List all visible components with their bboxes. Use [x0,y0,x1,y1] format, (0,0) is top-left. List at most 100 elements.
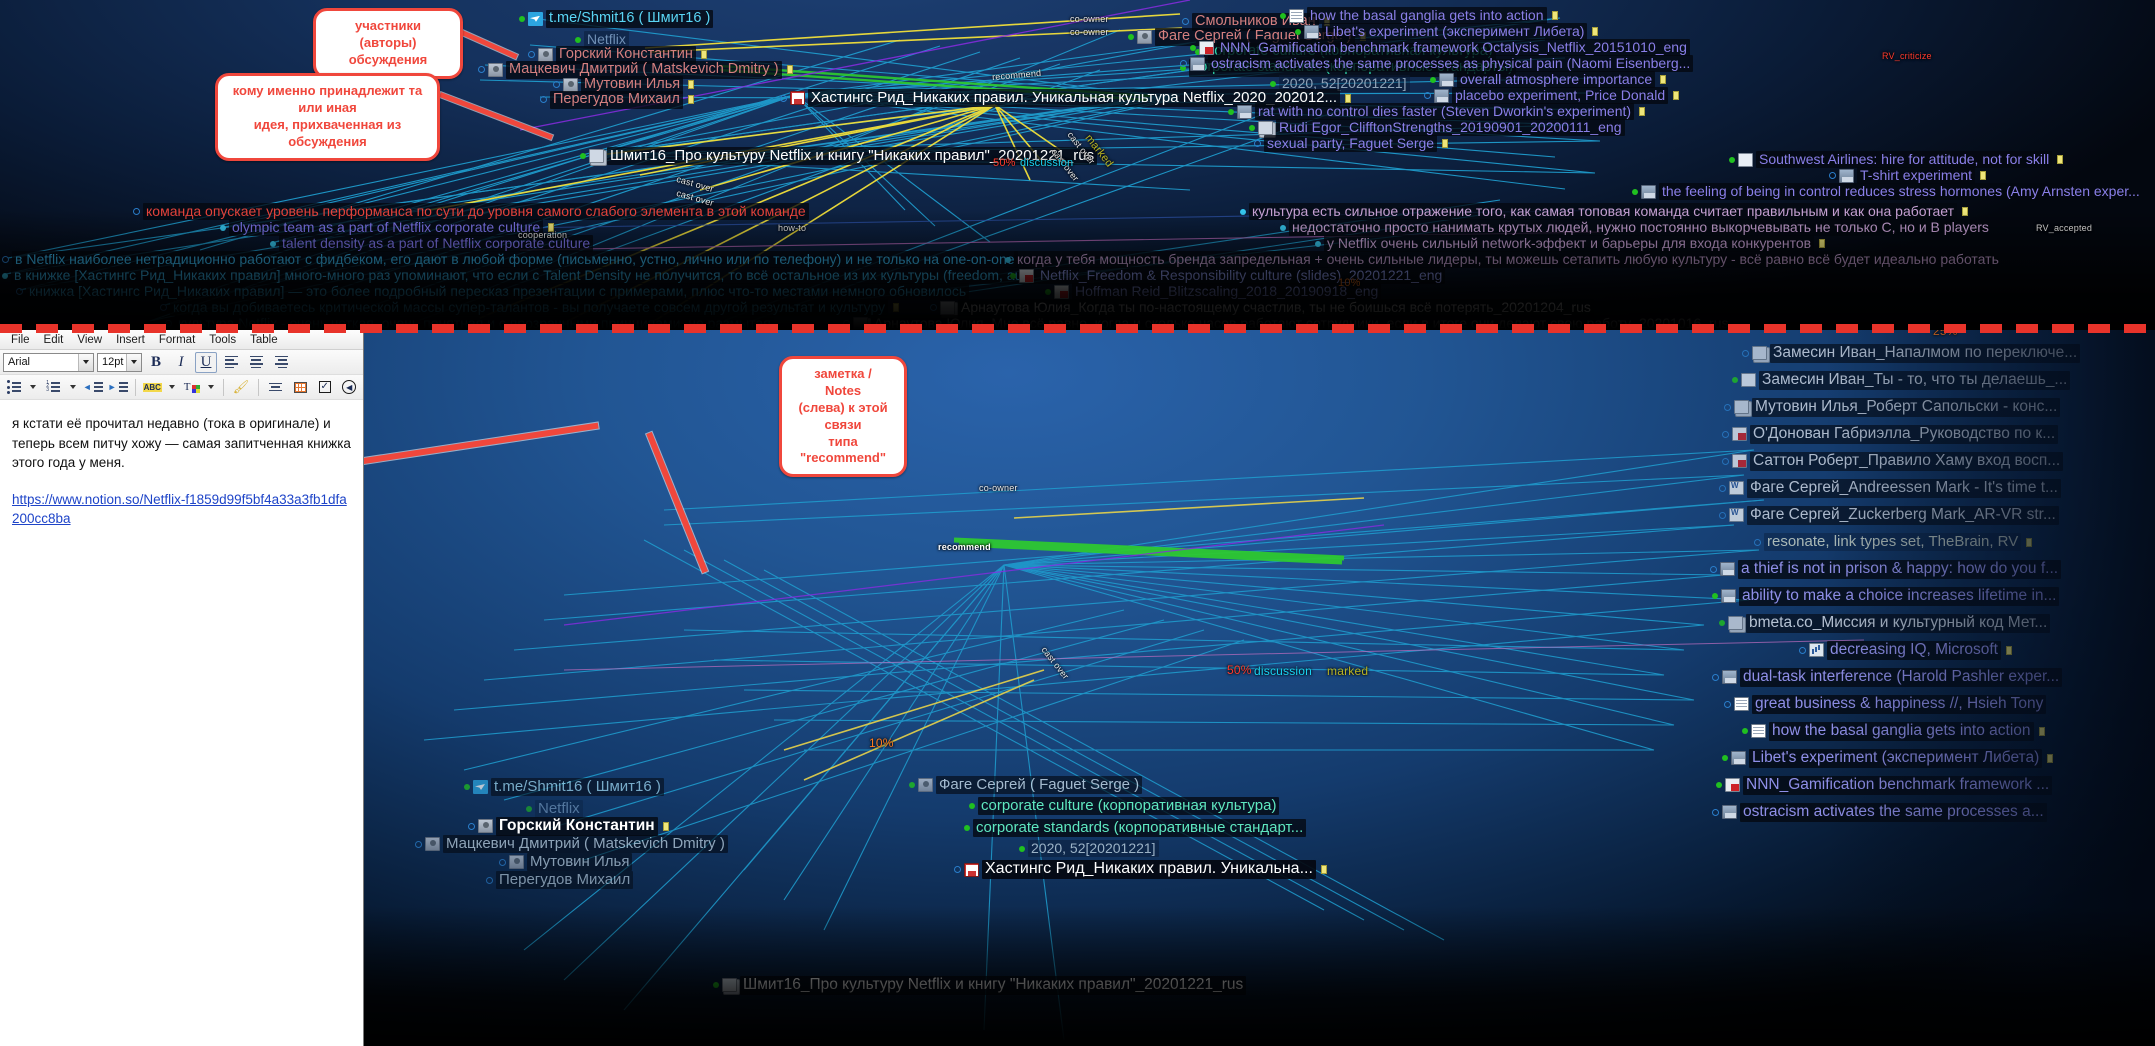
align-center-button[interactable] [245,352,267,373]
list-item[interactable]: О'Донован Габриэлла_Руководство по к... [1722,425,2059,444]
menu-file[interactable]: File [11,333,30,346]
graph-node[interactable]: Мацкевич Дмитрий ( Matskevich Dmitry ) [478,61,793,79]
graph-node[interactable]: Хастингс Рид_Никаких правил. Уникальная … [780,89,1352,107]
line-spacing-button[interactable] [265,377,287,398]
graph-node[interactable]: Hoffman Reid_Blitzscaling_2018_20190918_… [1045,283,1382,300]
graph-node[interactable]: Мутовин Илья [499,853,633,871]
graph-node[interactable]: Фаге Сергей ( Faguet Serge ) [909,776,1143,794]
bullet-list-button[interactable] [3,377,25,398]
graph-node[interactable]: ostracism activates the same processes a… [1180,55,1694,72]
notes-editor[interactable]: File Edit View Insert Format Tools Table… [0,330,364,1046]
graph-node[interactable]: placebo experiment, Price Donald [1424,87,1680,104]
graph-node[interactable]: Southwest Airlines: hire for attitude, n… [1729,151,2064,168]
list-item[interactable]: Фаге Сергей_Andreessen Mark - It's time … [1719,479,2061,498]
graph-node[interactable]: corporate culture (корпоративная культур… [969,797,1280,815]
list-item[interactable]: Замесин Иван_Напалмом по переключе... [1742,344,2081,363]
graph-node[interactable]: Rudi Egor_ClifftonStrengths_20190901_202… [1249,119,1625,136]
graph-node[interactable]: Шмит16_Про культуру Netflix и книгу "Ник… [580,147,1098,165]
increase-indent-button[interactable]: ► [107,377,129,398]
list-item[interactable]: Замесин Иван_Ты - то, что ты делаешь_... [1732,371,2071,390]
list-item[interactable]: dual-task interference (Harold Pashler e… [1712,668,2063,687]
bullet-list-dropdown[interactable] [28,377,40,398]
graph-node[interactable]: rat with no control dies faster (Steven … [1228,103,1646,120]
bold-button[interactable]: B [150,353,161,370]
graph-node[interactable]: книжка [Хастингс Рид_Никаких правил] — э… [16,283,970,300]
graph-node[interactable]: 2020, 52[20201221] [1019,840,1159,857]
chevron-down-icon[interactable] [78,353,93,371]
list-item[interactable]: great business & happiness //, Hsieh Ton… [1724,695,2047,714]
graph-node[interactable]: Netflix [575,31,629,48]
graph-node[interactable]: в Netflix наиболее нетрадиционно работаю… [2,251,1018,268]
checkbox-button[interactable]: ✓ [314,377,336,398]
graph-node[interactable]: Libet's experiment (эксперимент Либета) [1295,23,1599,40]
menu-format[interactable]: Format [158,333,196,346]
graph-node[interactable]: overall atmosphere importance [1430,71,1667,88]
graph-node[interactable]: когда вы добиваетесь критической массы с… [160,299,900,316]
graph-node[interactable]: культура есть сильное отражение того, ка… [1240,203,1969,220]
decrease-indent-button[interactable]: ◄ [82,377,104,398]
graph-node[interactable]: t.me/Shmit16 ( Шмит16 ) [464,778,664,796]
menu-tools[interactable]: Tools [209,333,237,346]
italic-button[interactable]: I [178,353,184,370]
bottom-graph-panel[interactable]: t.me/Shmit16 ( Шмит16 ) Netflix Горский … [364,330,2155,1046]
list-item[interactable]: Саттон Роберт_Правило Хаму вход восп... [1722,452,2064,471]
menu-view[interactable]: View [77,333,103,346]
text-color-button[interactable]: T [181,377,203,398]
graph-node[interactable]: Перегудов Михаил [486,871,634,889]
graph-node[interactable]: T-shirt experiment [1829,167,1987,184]
list-item[interactable]: ostracism activates the same processes a… [1712,803,2047,822]
graph-node[interactable]: Мутовин Илья [553,76,695,94]
list-item[interactable]: a thief is not in prison & happy: how do… [1710,560,2062,579]
list-item[interactable]: Фаге Сергей_Zuckerberg Mark_AR-VR str... [1719,506,2059,525]
graph-node[interactable]: Горский Константин [528,46,707,64]
format-painter-button[interactable]: 🖌 [230,377,252,398]
notes-link[interactable]: https://www.notion.so/Netflix-f1859d99f5… [12,491,347,527]
list-item[interactable]: decreasing IQ, Microsoft [1799,641,2012,660]
list-item[interactable]: NNN_Gamification benchmark framework ... [1716,776,2053,795]
graph-node[interactable]: Горский Константин [468,817,669,836]
graph-node[interactable]: у Netflix очень сильный network-эффект и… [1315,235,1826,252]
spellcheck-dropdown[interactable] [166,377,178,398]
menu-table[interactable]: Table [250,333,278,346]
collapse-pane-button[interactable]: ◀ [338,377,360,398]
list-item[interactable]: Libet's experiment (эксперимент Либета) [1722,749,2054,768]
list-item[interactable]: resonate, link types set, TheBrain, RV [1754,533,2033,551]
graph-node[interactable]: t.me/Shmit16 ( Шмит16 ) [519,10,714,28]
graph-node[interactable]: how the basal ganglia gets into action [1280,7,1558,24]
list-item[interactable]: ability to make a choice increases lifet… [1712,587,2060,606]
font-family-select[interactable]: Arial [3,352,94,372]
graph-node[interactable]: недостаточно просто нанимать крутых люде… [1280,219,1992,236]
menu-insert[interactable]: Insert [116,333,145,346]
align-right-button[interactable] [270,352,292,373]
text-color-dropdown[interactable] [205,377,217,398]
top-graph-panel[interactable]: t.me/Shmit16 ( Шмит16 ) Netflix Горский … [0,0,2155,330]
graph-node[interactable]: Netflix_Freedom & Responsibility culture… [1010,267,1446,284]
spellcheck-button[interactable]: ABC [142,377,164,398]
notes-body[interactable]: я кстати её прочитал недавно (тока в ори… [0,400,363,1046]
menu-edit[interactable]: Edit [43,333,64,346]
chevron-down-icon[interactable] [126,353,141,371]
list-item[interactable]: Мутовин Илья_Роберт Сапольски - конс... [1724,398,2061,417]
insert-table-button[interactable] [289,377,311,398]
list-item[interactable]: bmeta.co_Миссия и культурный код Мет... [1719,614,2051,633]
graph-node[interactable]: NNN_Gamification benchmark framework Oct… [1190,39,1690,56]
font-size-select[interactable]: 12pt [97,352,142,372]
notes-menubar[interactable]: File Edit View Insert Format Tools Table [0,330,363,350]
graph-node[interactable]: olympic team as a part of Netflix corpor… [220,219,555,236]
graph-node[interactable]: corporate standards (корпоративные станд… [964,819,1307,837]
graph-node[interactable]: Перегудов Михаил [540,91,694,109]
graph-node[interactable]: Netflix [526,800,583,818]
graph-node[interactable]: Арнаутова Юлия_Когда ты по-настоящему сч… [930,299,1594,316]
graph-node[interactable]: the feeling of being in control reduces … [1632,183,2143,200]
list-item[interactable]: how the basal ganglia gets into action [1742,722,2045,741]
graph-node[interactable]: Шмит16_Про культуру Netflix и книгу "Ник… [713,976,1247,995]
graph-node[interactable]: 2020, 52[20201221] [1270,75,1410,92]
numbered-list-dropdown[interactable] [67,377,79,398]
graph-node[interactable]: в книжке [Хастингс Рид_Никаких правил] м… [2,267,1038,284]
align-left-button[interactable] [220,352,242,373]
notes-toolbar-row-1[interactable]: Arial 12pt B I U [0,350,363,375]
graph-node[interactable]: когда у тебя мощность бренда запредельна… [1005,251,2002,268]
underline-button[interactable]: U [195,351,217,373]
